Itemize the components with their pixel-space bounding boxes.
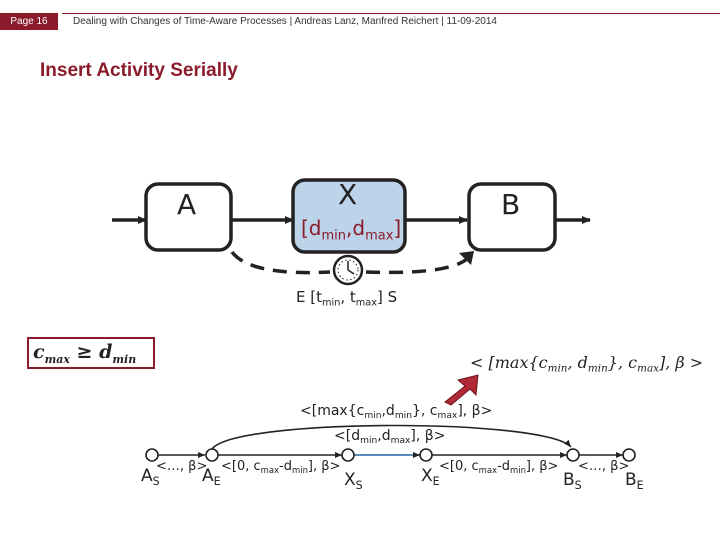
activity-a-label: A — [177, 188, 197, 221]
highlight-arrow-icon — [444, 374, 479, 406]
stn-label-bs: BS — [563, 470, 582, 492]
page-number-badge: Page 16 — [0, 13, 58, 30]
stn-edge-label-xe-bs: <[0, cmax-dmin], β> — [439, 459, 559, 475]
activity-x-label: X — [338, 178, 358, 211]
stn-node-ae — [205, 448, 219, 462]
stn-node-xs — [341, 448, 355, 462]
slide-title: Insert Activity Serially — [40, 60, 238, 81]
activity-x-duration: [dmin,dmax] — [301, 216, 402, 244]
stn-x-edge-label: <[dmin,dmax], β> — [334, 428, 446, 447]
constraint-formula-box — [27, 337, 155, 369]
stn-label-be: BE — [625, 470, 644, 492]
header-subtitle: Dealing with Changes of Time-Aware Proce… — [73, 16, 497, 27]
activity-x-box — [291, 178, 407, 254]
activity-b-box — [467, 182, 557, 252]
stn-top-edge-label: <[max{cmin,dmin}, cmax], β> — [300, 403, 493, 422]
header-divider — [62, 13, 720, 14]
annotation-constraint: < [max{cmin, dmin}, cmax], β > — [470, 353, 704, 375]
time-lag-label: E [tmin, tmax] S — [296, 288, 398, 309]
stn-node-as — [145, 448, 159, 462]
time-lag-arrowhead — [459, 251, 474, 265]
stn-edge-ae-bs-top — [211, 424, 572, 450]
stn-node-be — [622, 448, 636, 462]
clock-icon — [332, 254, 364, 286]
stn-edge-label-bs-be: <…, β> — [578, 459, 630, 474]
stn-label-as: AS — [141, 466, 160, 488]
activity-a-box — [144, 182, 233, 252]
activity-b-label: B — [501, 188, 521, 221]
stn-label-xe: XE — [421, 466, 440, 488]
constraint-formula: cmax ≥ dmin — [33, 341, 137, 366]
stn-label-xs: XS — [344, 470, 363, 492]
stn-edge-label-as-ae: <…, β> — [156, 459, 208, 474]
stn-node-bs — [566, 448, 580, 462]
stn-edge-label-ae-xs: <[0, cmax-dmin], β> — [221, 459, 341, 475]
stn-node-xe — [419, 448, 433, 462]
stn-label-ae: AE — [202, 466, 221, 488]
